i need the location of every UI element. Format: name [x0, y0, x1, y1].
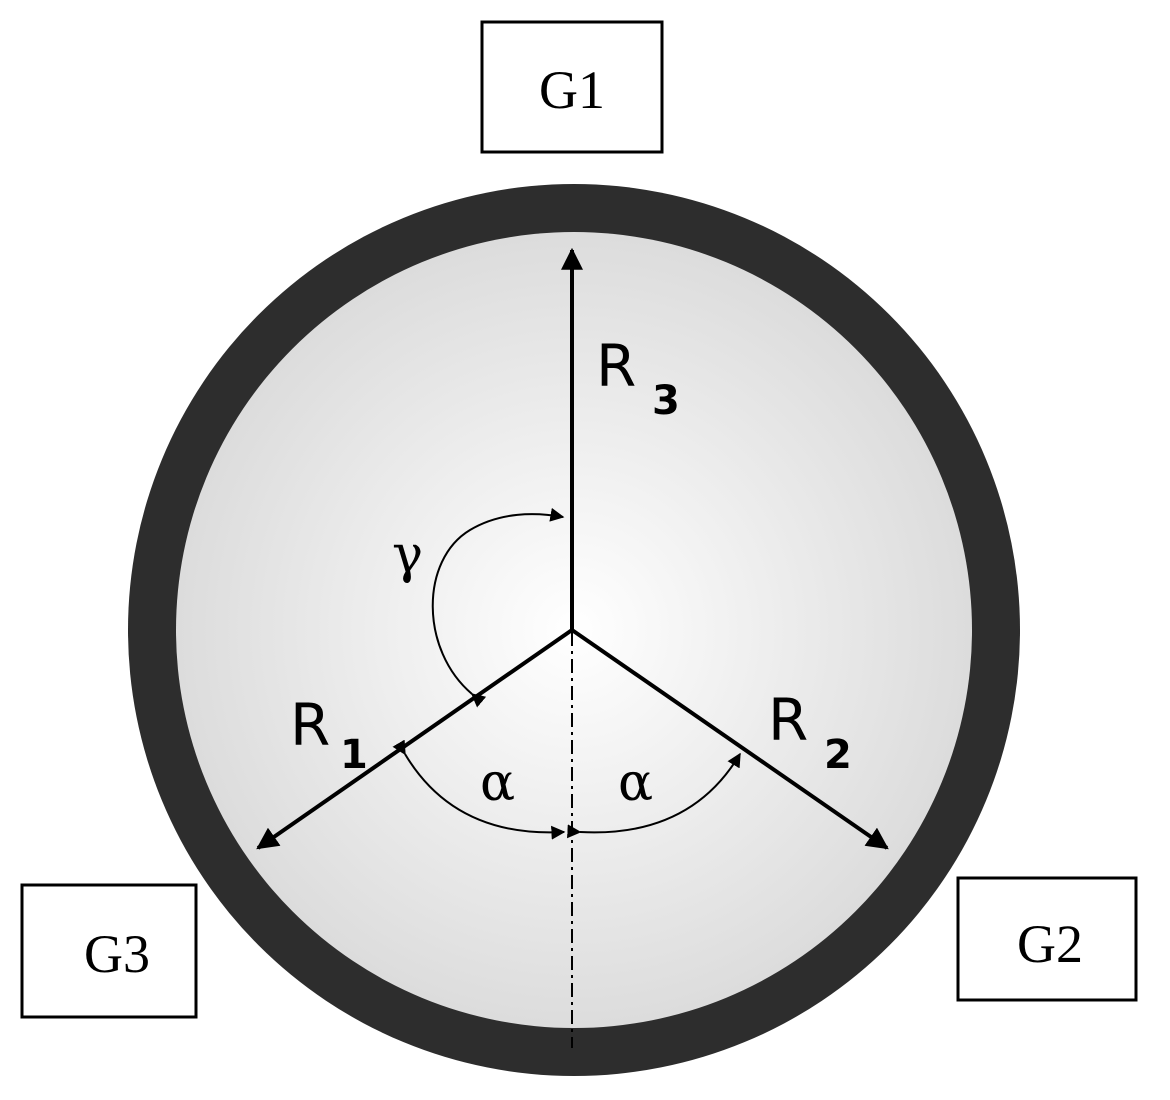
gamma-angle-arc — [431, 507, 565, 708]
gauge-g1-box — [480, 20, 664, 154]
alpha-right-angle-arc — [567, 752, 741, 839]
gauge-g3-box — [20, 883, 198, 1019]
alpha-left-angle-arc — [392, 739, 566, 840]
radius-r2-label: R — [768, 686, 808, 754]
gamma-angle-label: γ — [392, 525, 423, 585]
gauge-g2-box — [956, 876, 1138, 1002]
radius-r2-subscript: 2 — [824, 732, 852, 778]
radius-r2-arrow — [570, 628, 889, 850]
radius-r3-label: R — [596, 332, 636, 400]
radius-r1-subscript: 1 — [340, 732, 368, 778]
radius-r1-label: R — [290, 691, 330, 759]
radius-r3-subscript: 3 — [652, 378, 680, 424]
gauge-g1-label: G1 — [539, 60, 605, 120]
alpha-left-angle-label: α — [480, 753, 515, 813]
gauge-g3-label: G3 — [84, 924, 150, 984]
gauge-g2-label: G2 — [1017, 914, 1083, 974]
alpha-right-angle-label: α — [618, 753, 653, 813]
